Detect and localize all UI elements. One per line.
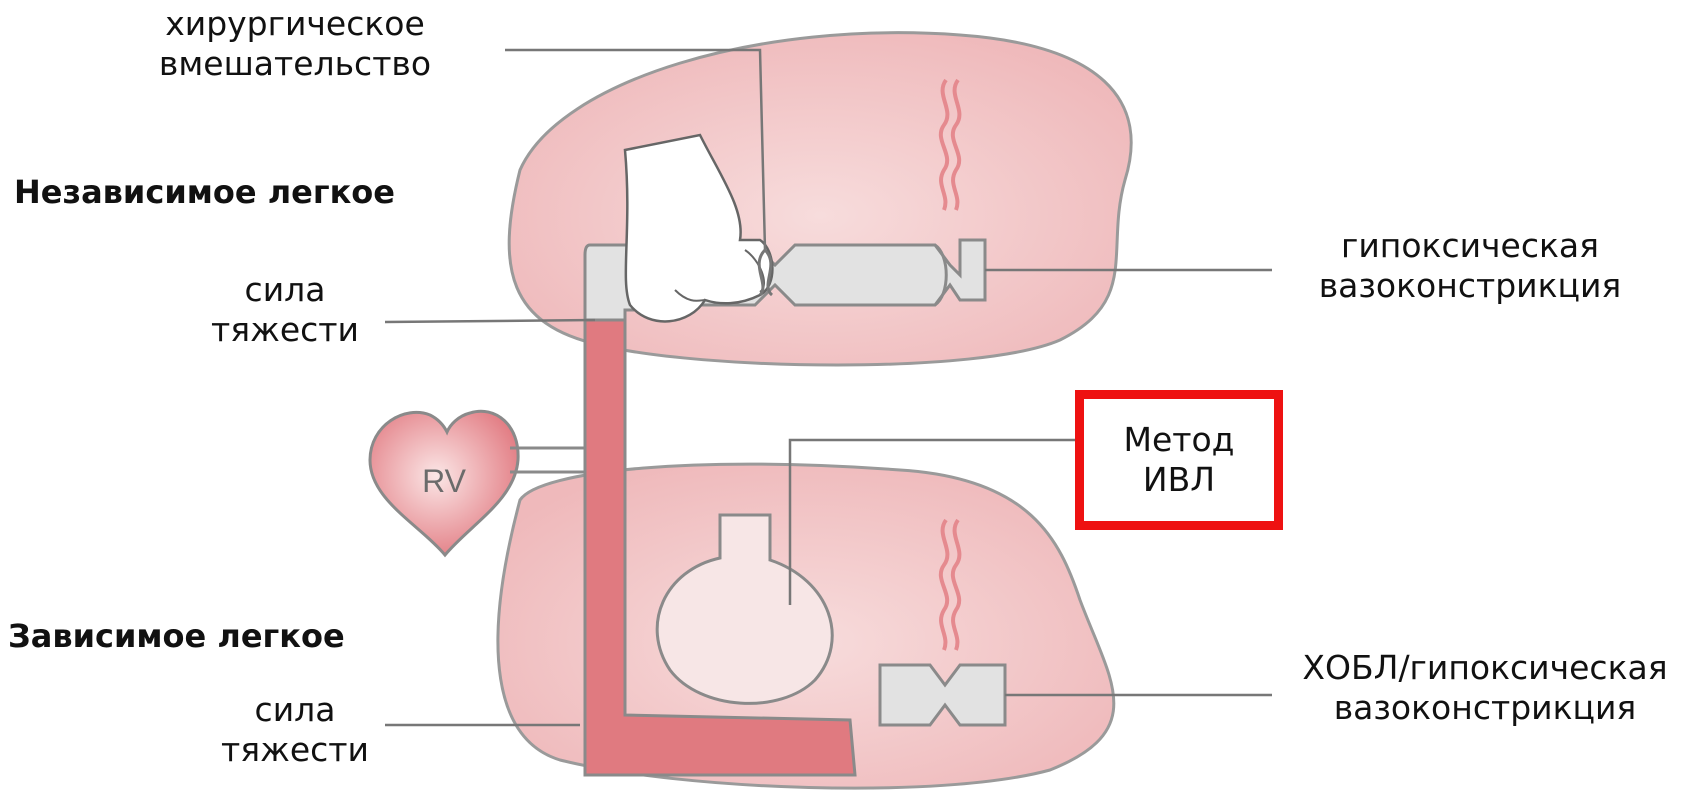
label-gravity-top: сила тяжести bbox=[195, 270, 375, 350]
label-surgery-line2: вмешательство bbox=[150, 44, 440, 84]
heart-icon: RV bbox=[370, 411, 518, 555]
ventilation-method-box: Метод ИВЛ bbox=[1075, 390, 1283, 530]
label-gravity-top-line2: тяжести bbox=[195, 310, 375, 350]
label-copd-hpv: ХОБЛ/гипоксическая вазоконстрикция bbox=[1270, 648, 1700, 728]
label-independent-lung: Независимое легкое bbox=[14, 172, 395, 212]
label-hpv-top-line2: вазоконстрикция bbox=[1270, 266, 1670, 306]
label-copd-hpv-line2: вазоконстрикция bbox=[1270, 688, 1700, 728]
label-gravity-bottom-line2: тяжести bbox=[205, 730, 385, 770]
label-surgery: хирургическое вмешательство bbox=[150, 4, 440, 84]
label-hpv-top: гипоксическая вазоконстрикция bbox=[1270, 226, 1670, 306]
ventilation-method-line1: Метод bbox=[1123, 420, 1234, 460]
label-surgery-line1: хирургическое bbox=[150, 4, 440, 44]
label-dependent-lung: Зависимое легкое bbox=[8, 616, 345, 656]
label-hpv-top-line1: гипоксическая bbox=[1270, 226, 1670, 266]
ventilation-method-line2: ИВЛ bbox=[1123, 460, 1234, 500]
label-gravity-bottom: сила тяжести bbox=[205, 690, 385, 770]
label-gravity-bottom-line1: сила bbox=[205, 690, 385, 730]
label-copd-hpv-line1: ХОБЛ/гипоксическая bbox=[1270, 648, 1700, 688]
heart-label: RV bbox=[422, 463, 467, 499]
label-gravity-top-line1: сила bbox=[195, 270, 375, 310]
